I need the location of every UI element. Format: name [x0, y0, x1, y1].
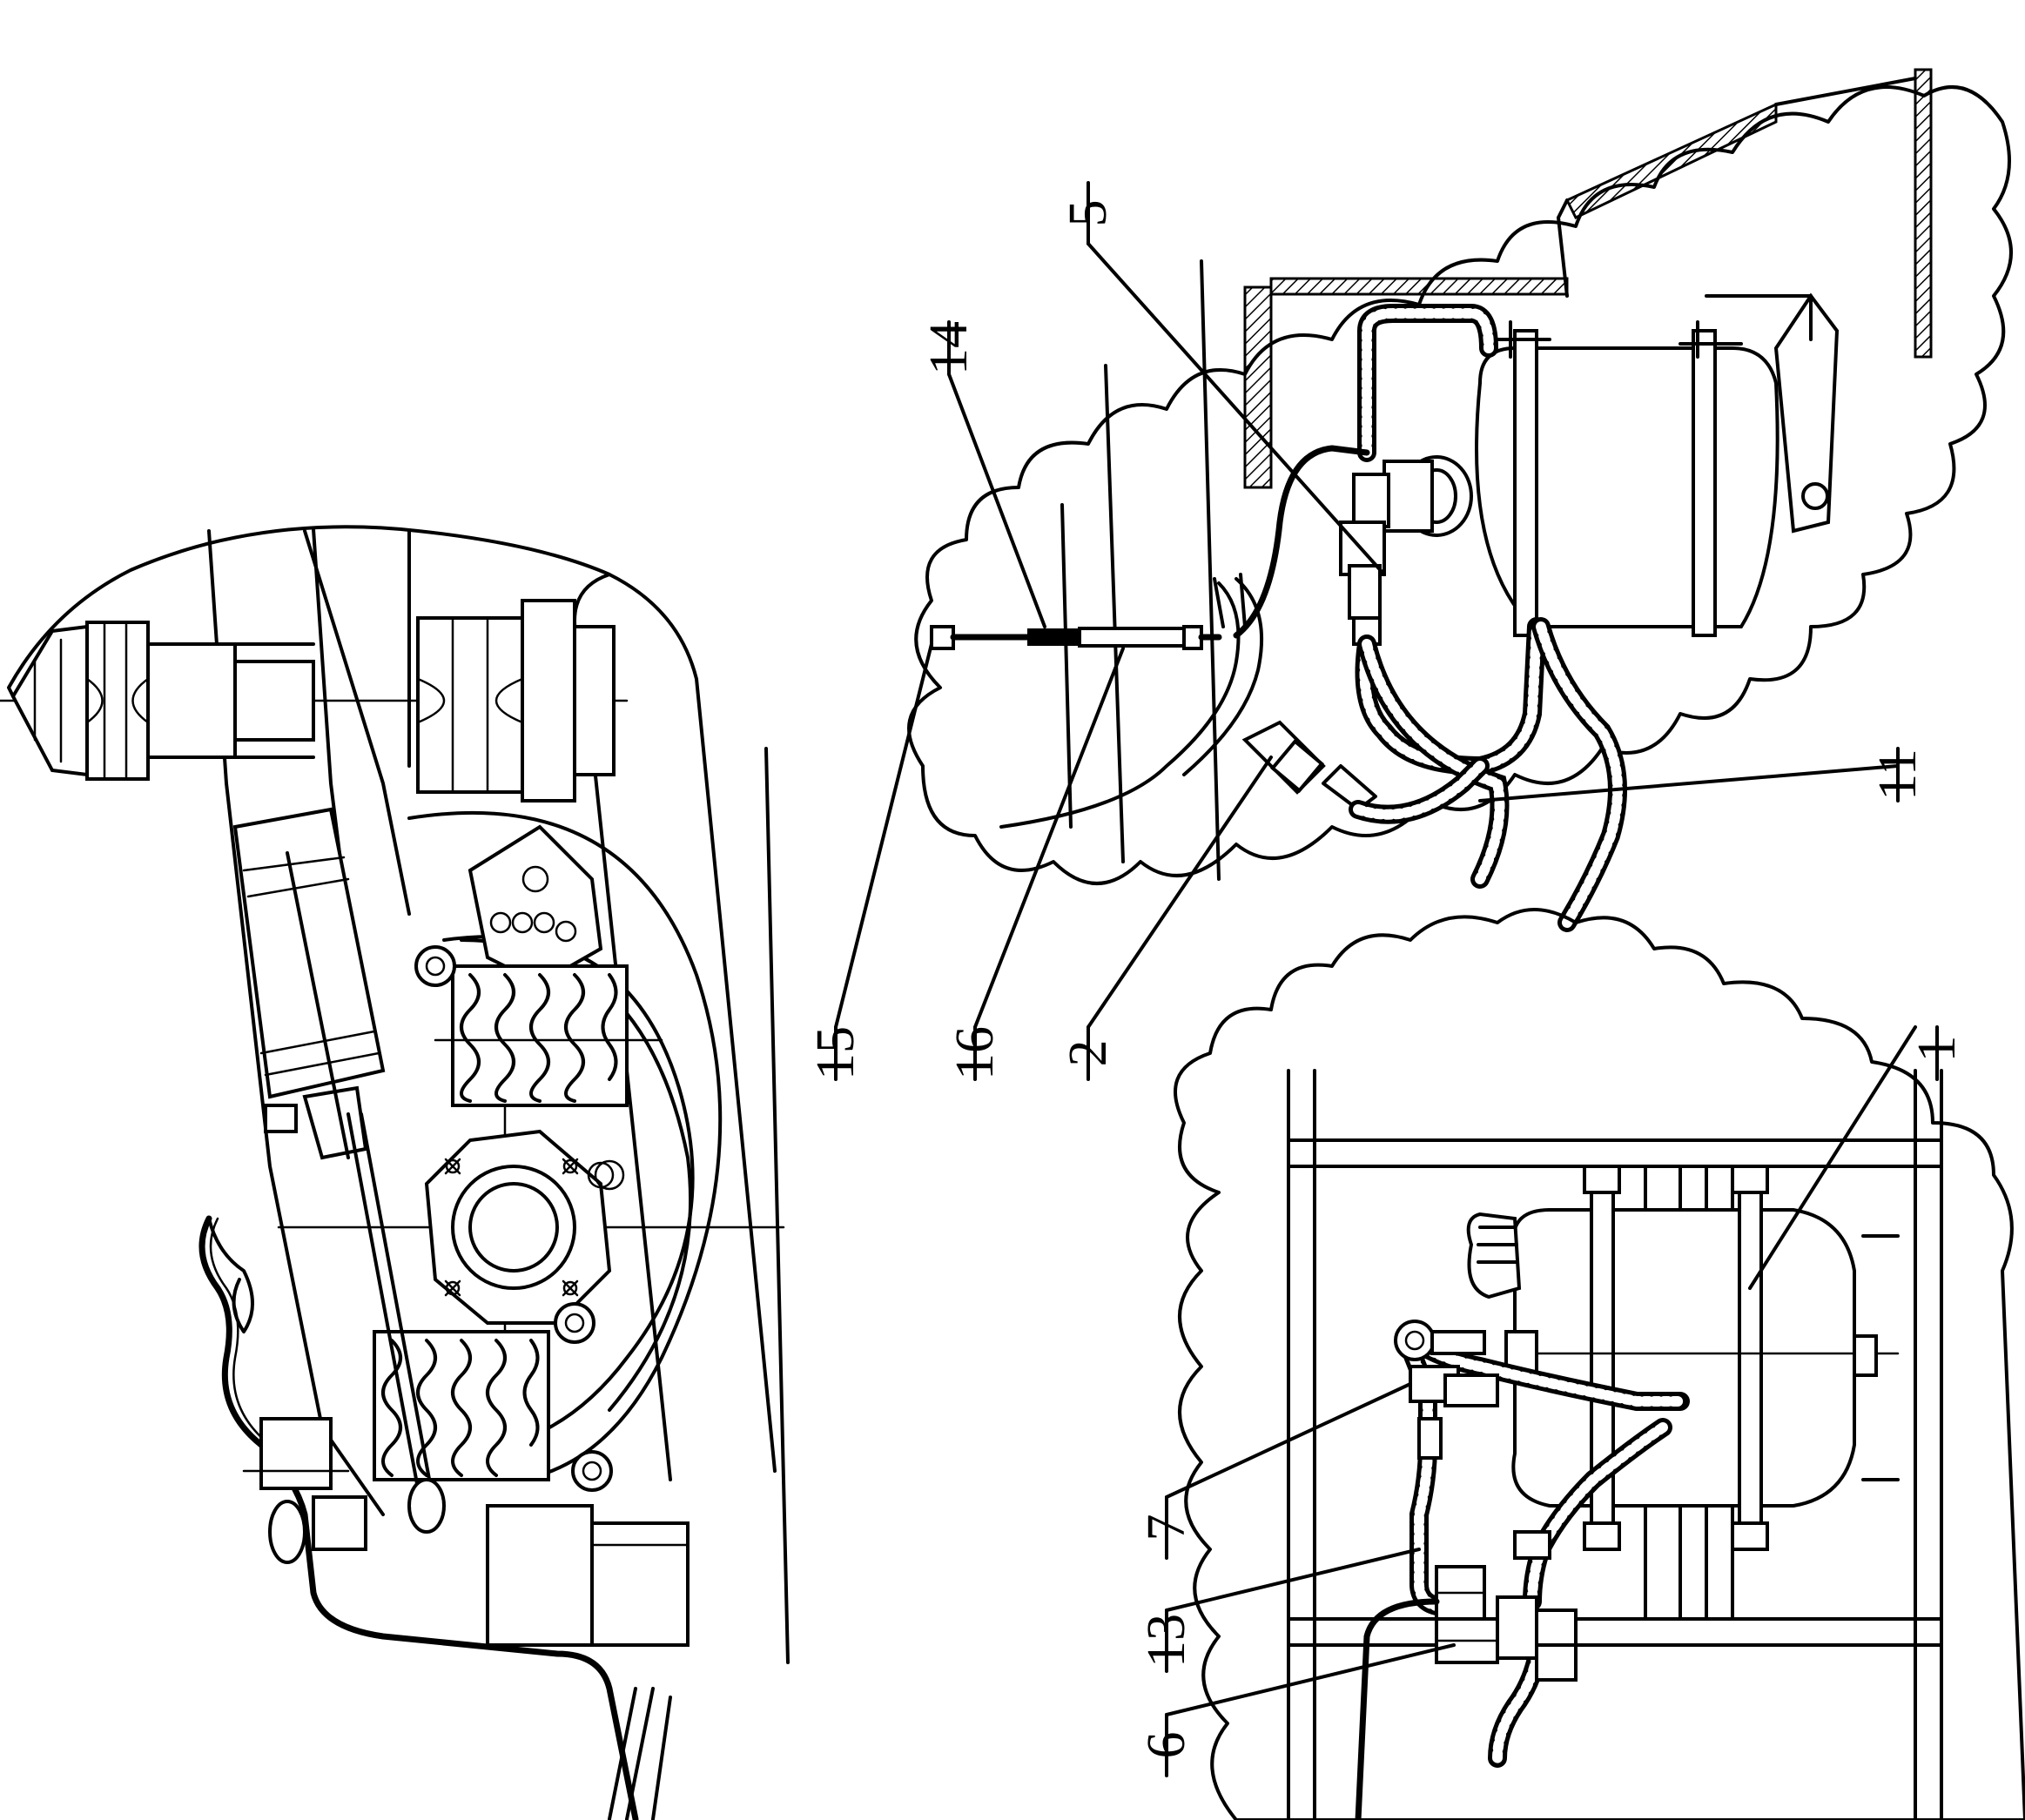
cable-exit	[608, 1687, 672, 1820]
buffer-assembly	[10, 621, 315, 781]
link-rod	[346, 1112, 420, 1490]
cloud-outline-bottom	[1174, 908, 2025, 1820]
tank-mount-2	[1679, 320, 1743, 359]
bracket-hole	[594, 1159, 625, 1191]
tank-mount-1	[1496, 320, 1551, 359]
spring-upper	[414, 945, 663, 1107]
bracket-plate	[264, 1104, 298, 1133]
air-reservoir-bottom	[1511, 1165, 1900, 1551]
sensor-rod	[930, 625, 1222, 650]
frame-line-3	[1060, 503, 1073, 829]
cloud-outline-top	[907, 85, 2013, 885]
air-reservoir-top	[1475, 292, 1840, 637]
air-pipe-curve	[999, 581, 1241, 829]
frame-diagonal	[303, 529, 411, 916]
bogie-assembly-view	[0, 525, 790, 1820]
wheel-arc-outer	[407, 810, 723, 1481]
callout-5: 5	[1059, 200, 1118, 227]
hood-outline	[7, 525, 777, 1473]
hose-to-valve	[1233, 445, 1370, 639]
link-rod-2	[360, 1112, 433, 1490]
frame-panel	[1557, 77, 1917, 298]
frame-line-1	[1104, 364, 1125, 863]
cable-harness-outline	[209, 1217, 272, 1447]
leader-lines	[834, 181, 1939, 1777]
rod-end	[407, 1478, 446, 1534]
callout-11: 11	[1868, 749, 1927, 801]
callout-6: 6	[1137, 1732, 1196, 1759]
callout-1: 1	[1907, 1036, 1967, 1063]
hatched-wall-1	[1243, 285, 1273, 489]
shock-absorber	[232, 807, 386, 1160]
callout-13: 13	[1137, 1614, 1196, 1668]
upper-bracket	[468, 824, 615, 1189]
callout-labels: 1 2 5 6 7 11 13 14 15 16	[806, 200, 1967, 1759]
reference-line	[764, 747, 790, 1664]
speed-sensor-mount	[242, 1417, 367, 1564]
spring-lower	[373, 1302, 613, 1492]
pipe-bend	[1213, 573, 1247, 628]
elbow-fitting-7	[1394, 1320, 1499, 1460]
hatched-wall-4	[1564, 102, 1778, 219]
cable-coil	[207, 1217, 254, 1333]
coupling-2	[1241, 720, 1490, 824]
callout-2: 2	[1059, 1040, 1118, 1067]
output-pipe-bottom	[1355, 1598, 1440, 1820]
callout-16: 16	[945, 1026, 1005, 1080]
hatched-wall-3	[1914, 68, 1933, 359]
hatched-wall-2	[1269, 277, 1569, 296]
bracket-arm	[1705, 294, 1813, 341]
junction-box	[486, 1504, 690, 1647]
air-pipe-curve-2	[1182, 577, 1264, 776]
callout-7: 7	[1137, 1514, 1196, 1541]
reservoir-detail-top	[907, 68, 2013, 932]
valve-assembly-top	[1339, 455, 1473, 646]
drain-valve-cup	[1466, 1212, 1538, 1377]
frame-line-2	[1200, 259, 1221, 881]
lower-buffer-assembly	[416, 599, 616, 803]
callout-14: 14	[919, 321, 979, 375]
valve-cluster-bottom	[1435, 1530, 1578, 1682]
reservoir-detail-bottom	[1174, 908, 2025, 1820]
axle-box	[424, 1129, 612, 1325]
callout-15: 15	[806, 1026, 865, 1080]
